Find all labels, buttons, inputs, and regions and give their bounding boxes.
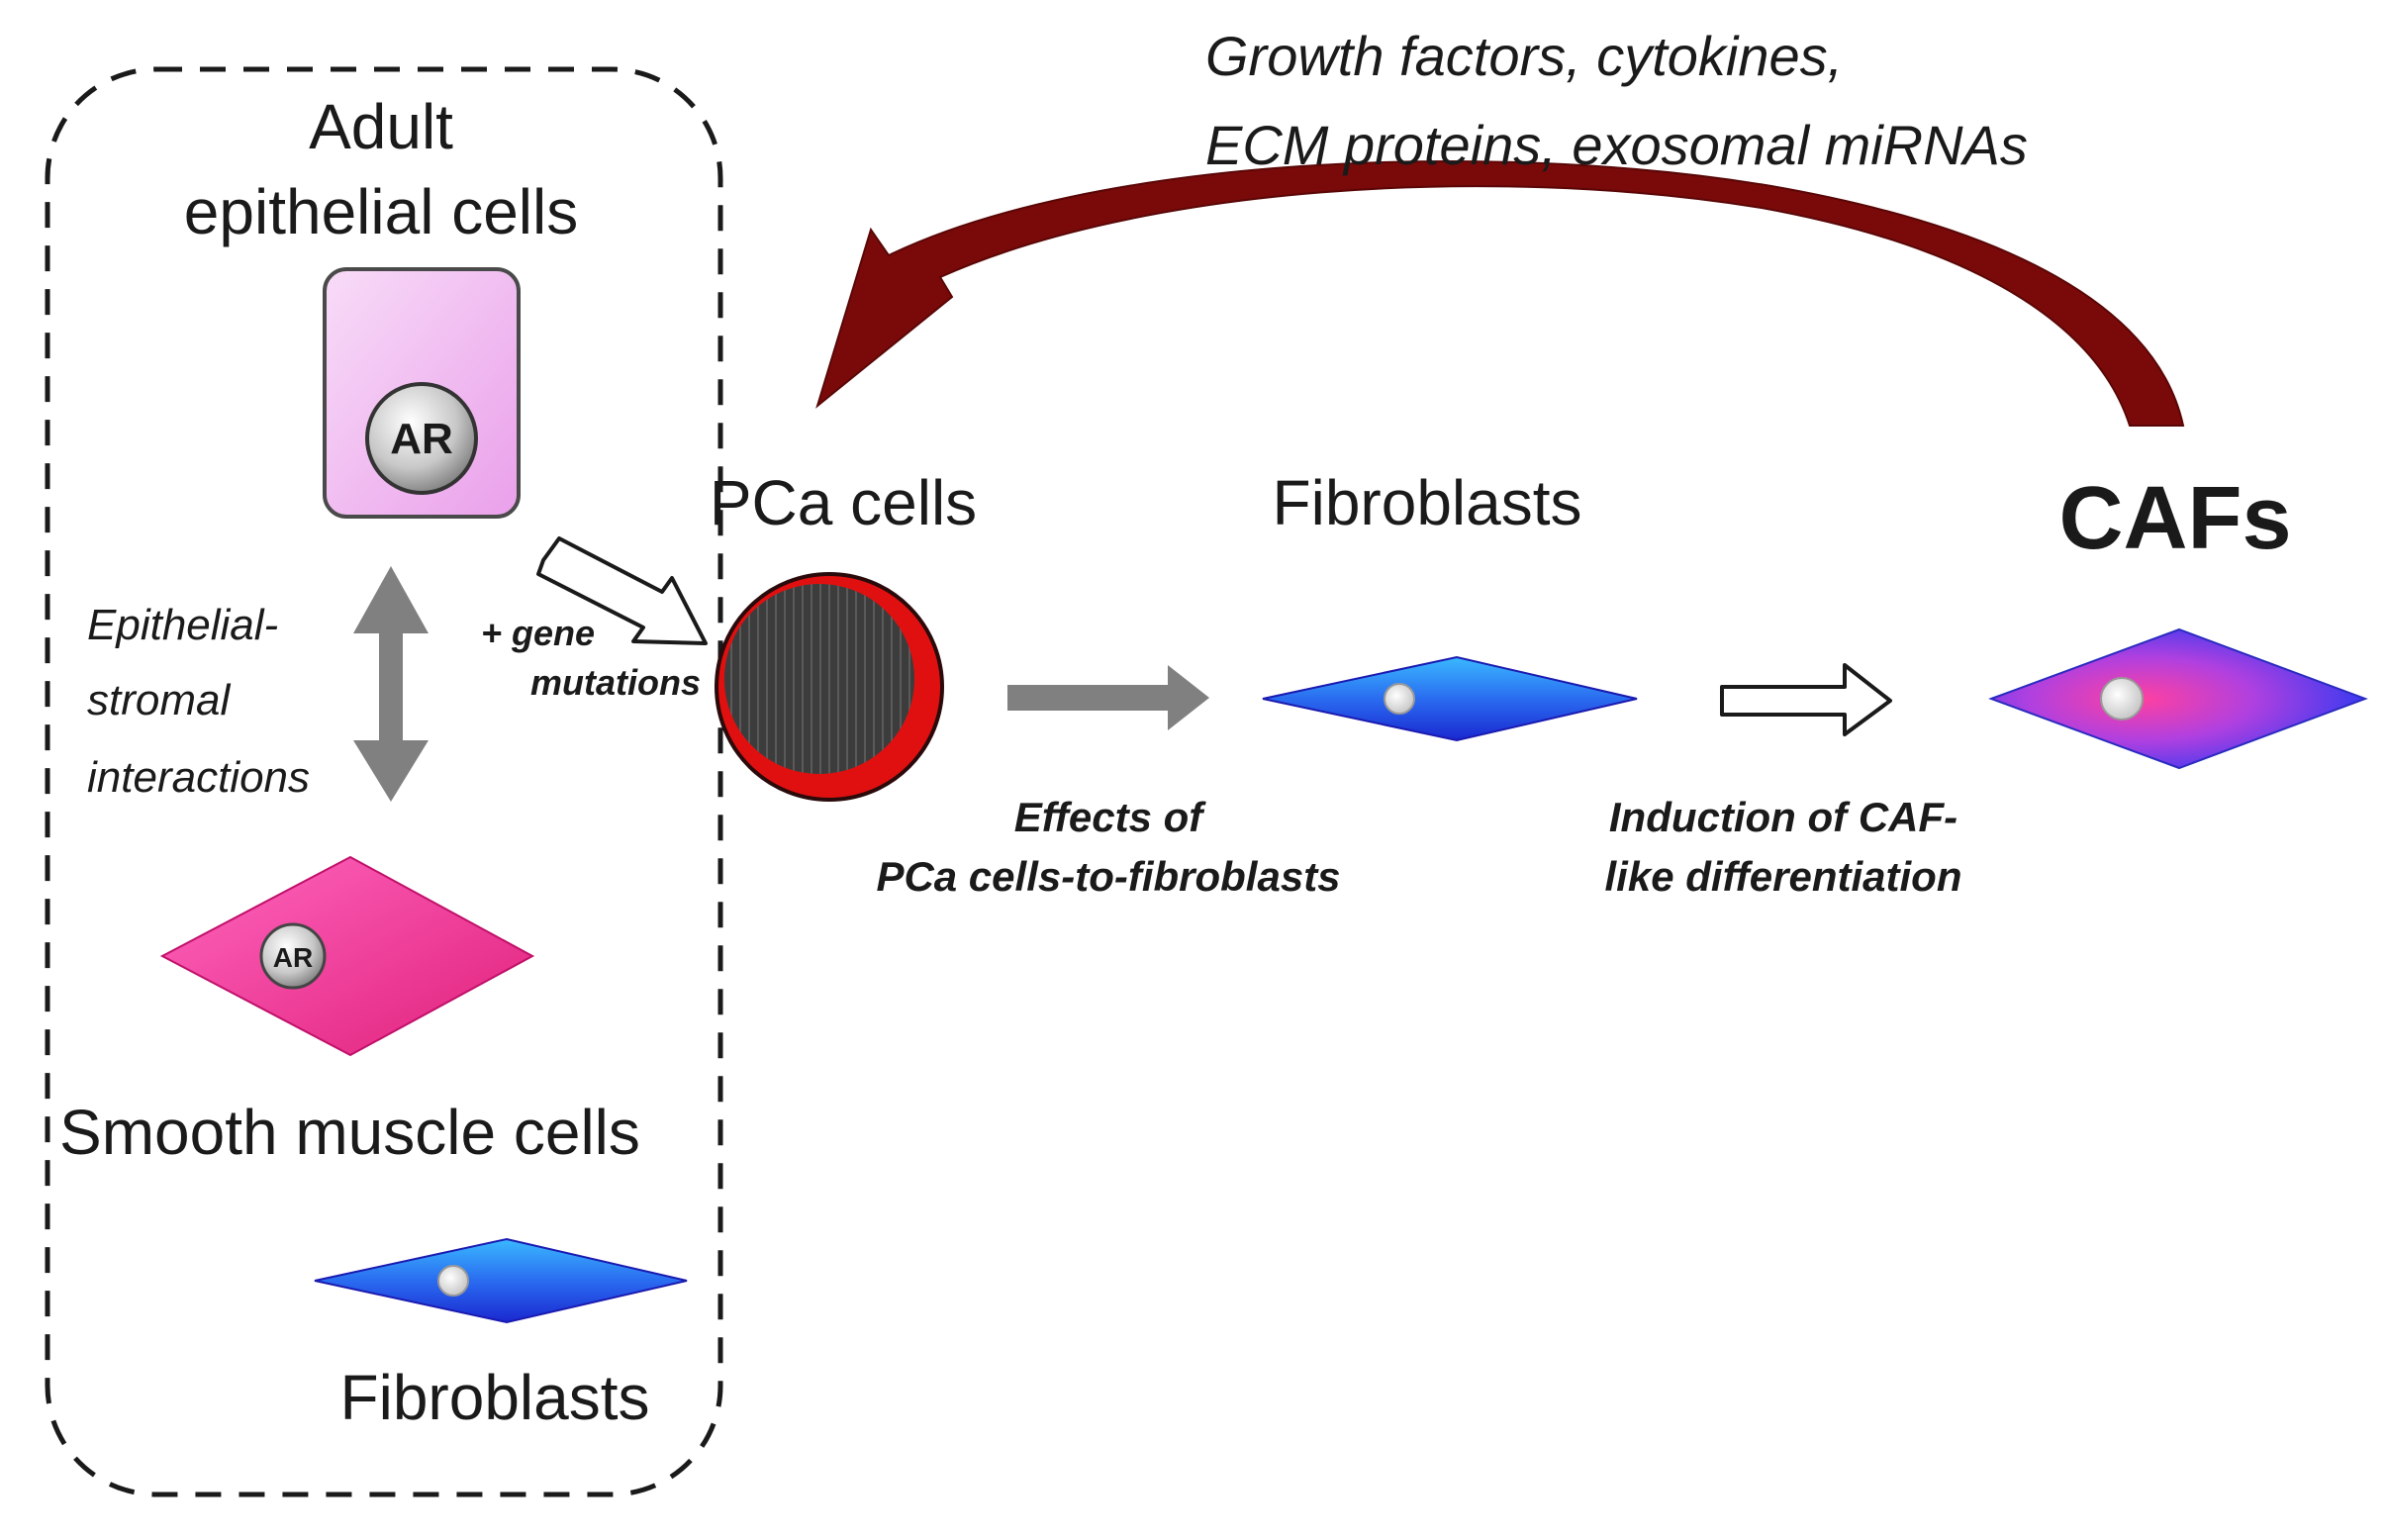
cafs-label: CAFs (2058, 469, 2291, 568)
ar-label: AR (390, 415, 453, 463)
dashed-group-box (45, 66, 723, 1497)
ar-label-small: AR (273, 942, 313, 973)
smooth-muscle-cell: AR (159, 855, 535, 1057)
fibroblasts-label-left: Fibroblasts (340, 1362, 650, 1433)
double-arrow-icon (353, 566, 429, 802)
pca-cell (715, 572, 944, 802)
feedback-line1: Growth factors, cytokines, (1205, 25, 1843, 87)
interaction-line2: stromal (87, 676, 231, 724)
effect-arrow-icon (1007, 665, 1209, 730)
effects-line1: Effects of (1014, 794, 1207, 840)
fibroblast-cell-left (314, 1237, 688, 1324)
induction-arrow-icon (1720, 663, 1892, 736)
pca-label: PCa cells (710, 467, 977, 538)
feedback-line2: ECM proteins, exosomal miRNAs (1205, 114, 2028, 176)
adult-label-line2: epithelial cells (184, 176, 578, 247)
mutation-line1: + gene (481, 613, 595, 653)
induction-line2: like differentiation (1605, 853, 1962, 900)
mutation-arrow-icon (536, 536, 708, 645)
fibroblast-cell-middle (1262, 655, 1638, 742)
effects-line2: PCa cells-to-fibroblasts (876, 853, 1340, 900)
smooth-muscle-label: Smooth muscle cells (59, 1097, 640, 1168)
ar-nucleus (365, 382, 478, 495)
adult-label-line1: Adult (309, 91, 453, 162)
feedback-arrow-icon (815, 160, 2185, 427)
interaction-line1: Epithelial- (87, 601, 278, 649)
induction-line1: Induction of CAF- (1609, 794, 1957, 840)
mutation-line2: mutations (530, 662, 701, 703)
fibroblasts-label-middle: Fibroblasts (1273, 467, 1582, 538)
caf-cell (1988, 627, 2368, 770)
interaction-line3: interactions (87, 753, 310, 802)
epithelial-cell: AR (323, 267, 521, 519)
